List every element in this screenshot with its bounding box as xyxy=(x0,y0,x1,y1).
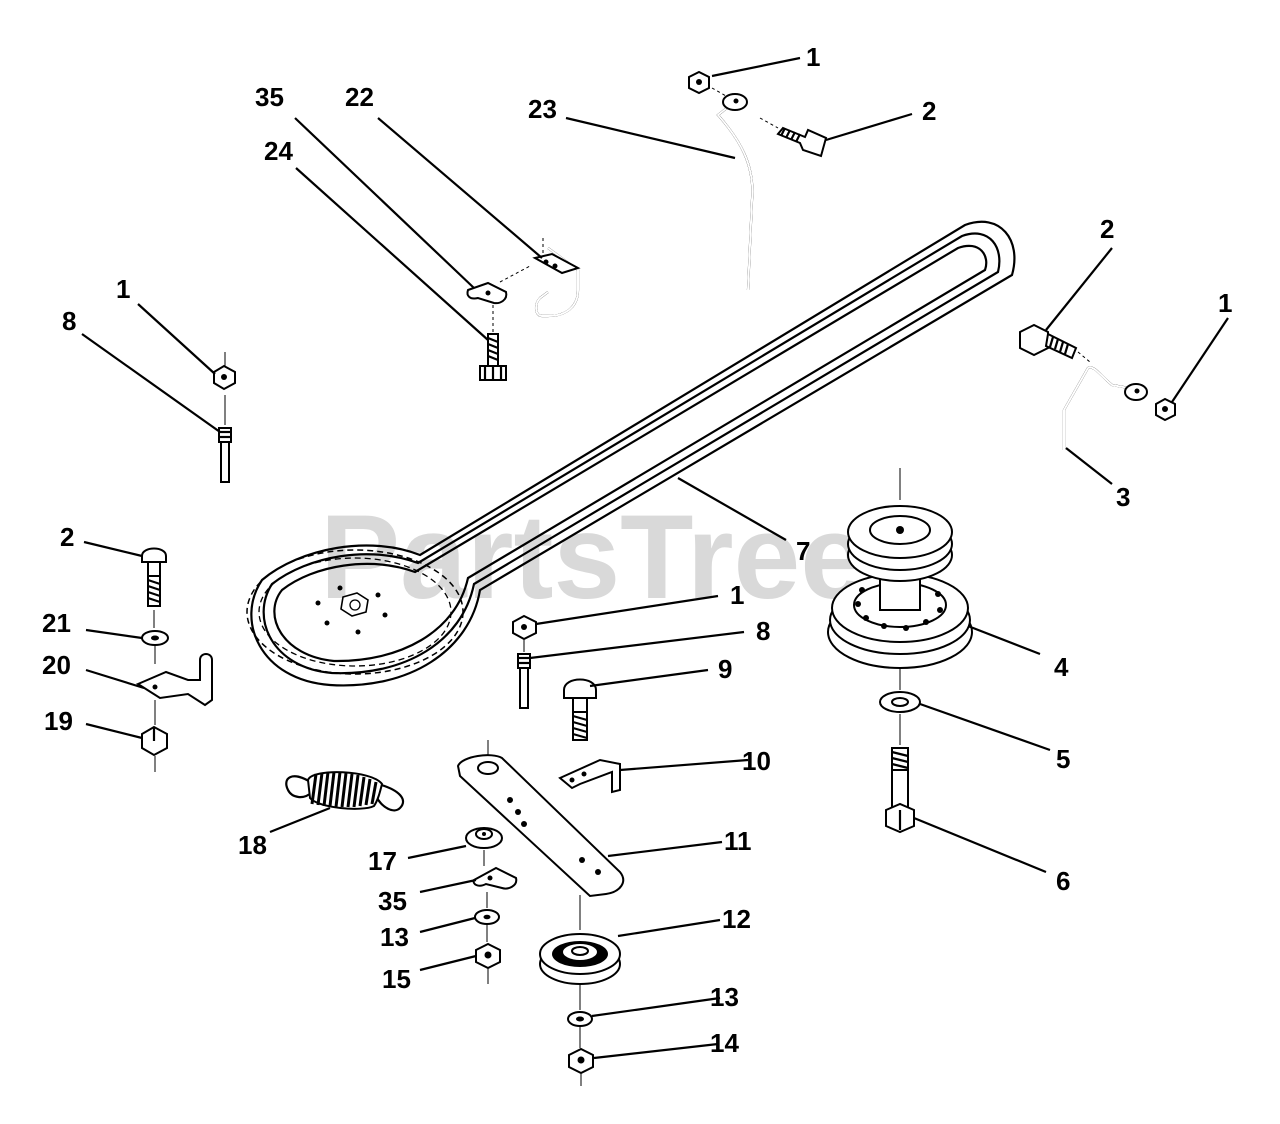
nut-15 xyxy=(475,942,501,984)
callout-12: 12 xyxy=(722,904,751,934)
stud-8-left xyxy=(218,395,232,483)
nut-19 xyxy=(141,725,168,772)
belt-guide-bracket-22 xyxy=(532,238,581,318)
callout-24: 24 xyxy=(264,136,293,166)
clip-35-lower xyxy=(472,866,518,908)
bracket-20 xyxy=(135,653,213,725)
washer-21 xyxy=(141,630,169,664)
callout-1: 1 xyxy=(806,42,820,72)
double-pulley-4 xyxy=(827,468,973,669)
spring-18 xyxy=(285,771,405,812)
callout-6: 6 xyxy=(1056,866,1070,896)
callout-20: 20 xyxy=(42,650,71,680)
callout-11: 11 xyxy=(724,826,752,856)
callout-8: 8 xyxy=(756,616,770,646)
callout-18: 18 xyxy=(238,830,267,860)
belt-guide-rod-23 xyxy=(688,70,828,291)
nut-1-center xyxy=(512,614,537,652)
stud-8-center xyxy=(517,653,531,709)
callout-1: 1 xyxy=(730,580,744,610)
callout-4: 4 xyxy=(1054,652,1069,682)
callout-1: 1 xyxy=(116,274,130,304)
spacer-17 xyxy=(465,827,503,866)
washer-13-lower xyxy=(567,1011,593,1048)
leader-lines xyxy=(81,56,1229,1060)
callout-13: 13 xyxy=(710,982,739,1012)
callout-22: 22 xyxy=(345,82,374,112)
idler-arm-11 xyxy=(456,740,625,898)
callout-35: 35 xyxy=(378,886,407,916)
callout-14: 14 xyxy=(710,1028,739,1058)
callout-2: 2 xyxy=(922,96,936,126)
callout-9: 9 xyxy=(718,654,732,684)
callout-15: 15 xyxy=(382,964,411,994)
callout-17: 17 xyxy=(368,846,397,876)
callout-5: 5 xyxy=(1056,744,1070,774)
carriage-bolt-2-left xyxy=(141,547,167,628)
bolt-24 xyxy=(479,305,507,381)
callout-2: 2 xyxy=(60,522,74,552)
hex-bolt-6 xyxy=(885,747,915,834)
callout-8: 8 xyxy=(62,306,76,336)
washer-13-upper xyxy=(474,909,500,942)
callout-labels: 1 2 23 35 22 24 2 1 3 1 8 7 2 21 20 19 1… xyxy=(42,42,1232,1058)
callout-3: 3 xyxy=(1116,482,1130,512)
callout-2: 2 xyxy=(1100,214,1114,244)
callout-19: 19 xyxy=(44,706,73,736)
belt-guide-rod-3 xyxy=(1019,323,1176,450)
callout-1: 1 xyxy=(1218,288,1232,318)
carriage-bolt-9 xyxy=(563,678,597,741)
callout-10: 10 xyxy=(742,746,771,776)
nut-14 xyxy=(568,1047,594,1086)
callout-21: 21 xyxy=(42,608,71,638)
callout-35: 35 xyxy=(255,82,284,112)
bracket-10 xyxy=(558,758,621,794)
nut-1-left xyxy=(213,352,236,391)
callout-7: 7 xyxy=(796,536,810,566)
callout-23: 23 xyxy=(528,94,557,124)
washer-5 xyxy=(879,668,921,745)
drive-belt xyxy=(246,220,1016,687)
callout-13: 13 xyxy=(380,922,409,952)
clip-35 xyxy=(466,265,531,305)
idler-pulley-12 xyxy=(539,895,621,1010)
